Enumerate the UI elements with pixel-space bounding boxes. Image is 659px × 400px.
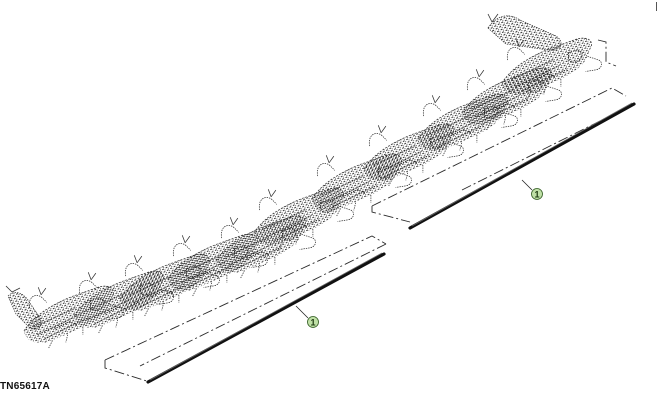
end-piece-right	[487, 15, 562, 51]
leader-line-left	[295, 305, 309, 319]
figure-id: TN65617A	[0, 381, 50, 392]
frame-edge-mark	[656, 2, 657, 11]
leader-line-right	[521, 179, 533, 191]
callout-1-right-label: 1	[534, 190, 539, 200]
end-piece-left	[7, 292, 42, 330]
dashed-outline-left	[104, 235, 387, 383]
callout-1-left: 1	[307, 316, 319, 328]
callout-1-right: 1	[531, 188, 543, 200]
rod-right	[408, 102, 636, 230]
guard-row-right	[311, 13, 602, 217]
guard-row-left	[5, 187, 354, 349]
end-piece-right-tab	[487, 13, 499, 23]
rod-left	[146, 252, 386, 384]
end-piece-left-tab	[5, 285, 21, 293]
callout-1-left-label: 1	[310, 318, 315, 328]
